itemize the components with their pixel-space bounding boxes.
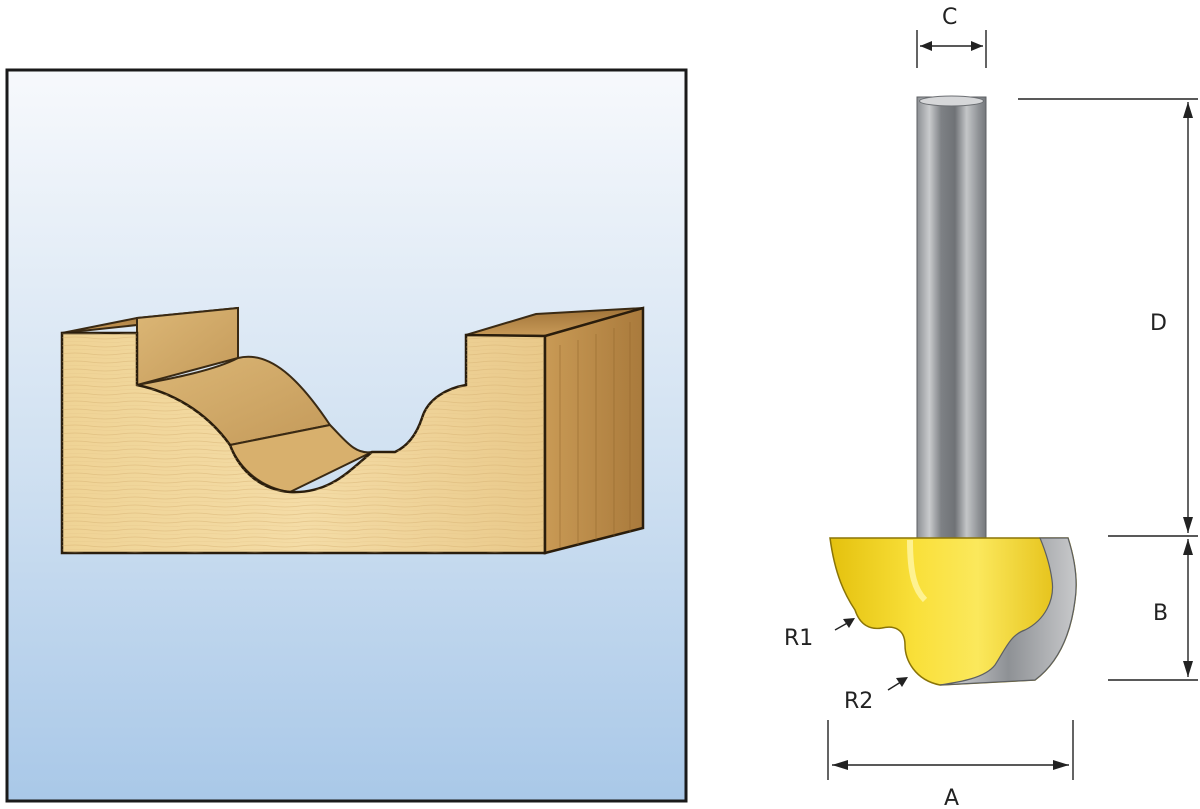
label-d: D bbox=[1150, 311, 1167, 336]
shank-end bbox=[919, 95, 984, 107]
label-c: C bbox=[942, 5, 957, 30]
radius-r1: R1 bbox=[784, 618, 855, 651]
profile-illustration-panel bbox=[5, 68, 688, 803]
wood-block bbox=[60, 306, 645, 555]
side-grain bbox=[559, 322, 631, 548]
dimension-c: C bbox=[916, 5, 987, 68]
shank bbox=[916, 96, 987, 540]
router-bit bbox=[829, 95, 1077, 686]
label-b: B bbox=[1153, 601, 1168, 626]
carbide-edge bbox=[939, 537, 1077, 686]
cutter-highlight bbox=[907, 539, 928, 603]
dimension-b: B bbox=[1108, 535, 1198, 681]
label-a: A bbox=[944, 786, 959, 809]
wood-grain bbox=[62, 333, 545, 553]
dimension-a: A bbox=[827, 720, 1074, 809]
label-r2: R2 bbox=[844, 689, 873, 714]
dimension-d: D bbox=[1018, 98, 1198, 533]
label-r1: R1 bbox=[784, 626, 813, 651]
radius-r2: R2 bbox=[844, 677, 908, 714]
wood-side-face bbox=[543, 306, 645, 555]
